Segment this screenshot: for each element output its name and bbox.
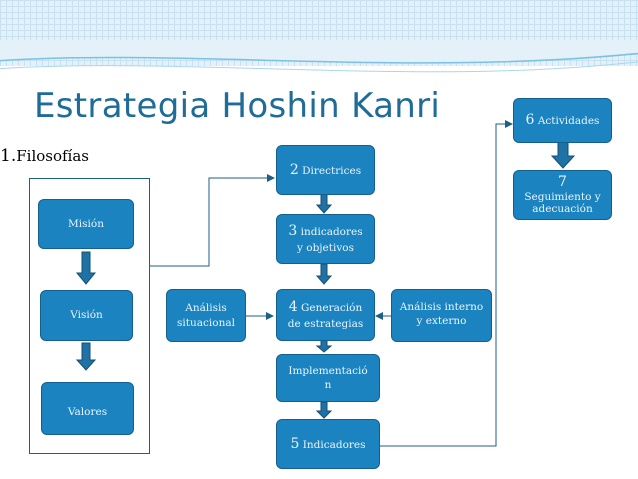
indicadores-number: 5 (290, 435, 300, 452)
indicadores-objetivos-box: 3 indicadores y objetivos (276, 214, 375, 264)
vision-label: Visión (70, 309, 103, 322)
analisis-interno-line2: y externo (416, 315, 467, 328)
directrices-label: Directrices (302, 164, 362, 177)
header-wave-decoration (0, 40, 638, 73)
mision-box: Misión (38, 199, 134, 249)
generacion-line1: Generación (301, 302, 363, 315)
block-arrow-directrices-indicadores (315, 192, 333, 214)
seguimiento-line2: adecuación (532, 203, 593, 216)
seguimiento-line1: Seguimiento y (524, 190, 601, 203)
generacion-line2: de estrategias (287, 318, 364, 331)
actividades-label: Actividades (537, 115, 600, 128)
connector-philosophies-to-directrices (150, 174, 275, 267)
block-arrow-mision-vision (75, 251, 97, 285)
block-arrow-indicadores-generacion (315, 263, 333, 285)
indicadores-objetivos-line1: indicadores (300, 226, 363, 239)
section-label: Filosofías (16, 147, 89, 165)
analisis-situacional-line2: situacional (177, 316, 235, 329)
directrices-number: 2 (289, 161, 299, 178)
block-arrow-actividades-seguimiento (550, 140, 576, 169)
generacion-estrategias-box: 4 Generación de estrategias (276, 289, 375, 341)
slide-title: Estrategia Hoshin Kanri (34, 86, 441, 126)
valores-label: Valores (67, 405, 108, 418)
analisis-situacional-box: Análisis situacional (166, 289, 246, 342)
valores-box: Valores (41, 382, 134, 435)
indicadores-label: Indicadores (302, 438, 366, 451)
indicadores-objetivos-number: 3 (288, 223, 298, 240)
generacion-number: 4 (288, 299, 298, 316)
indicadores-box: 5 Indicadores (276, 419, 380, 469)
seguimiento-number: 7 (558, 174, 567, 190)
actividades-number: 6 (525, 112, 535, 129)
section-number: 1. (0, 146, 17, 166)
section-heading: 1.Filosofías (0, 146, 89, 166)
indicadores-objetivos-line2: y objetivos (296, 242, 354, 255)
implementacion-line1: Implementació (288, 364, 368, 377)
vision-box: Visión (40, 290, 133, 341)
mision-label: Misión (68, 217, 104, 230)
analisis-interno-externo-box: Análisis interno y externo (391, 289, 492, 342)
directrices-box: 2 Directrices (276, 145, 375, 195)
actividades-box: 6 Actividades (513, 98, 612, 143)
block-arrow-vision-valores (75, 342, 97, 371)
analisis-interno-line1: Análisis interno (399, 301, 484, 313)
philosophies-group-outline (29, 178, 150, 454)
implementacion-line2: n (324, 379, 332, 391)
analisis-situacional-line1: Análisis (185, 302, 227, 315)
implementacion-box: Implementació n (276, 354, 380, 402)
block-arrow-implementacion-indicadores (315, 401, 333, 419)
block-arrow-generacion-implementacion (315, 339, 333, 353)
connector-indicadores-to-actividades (380, 120, 513, 447)
seguimiento-box: 7 Seguimiento y adecuación (513, 170, 612, 220)
